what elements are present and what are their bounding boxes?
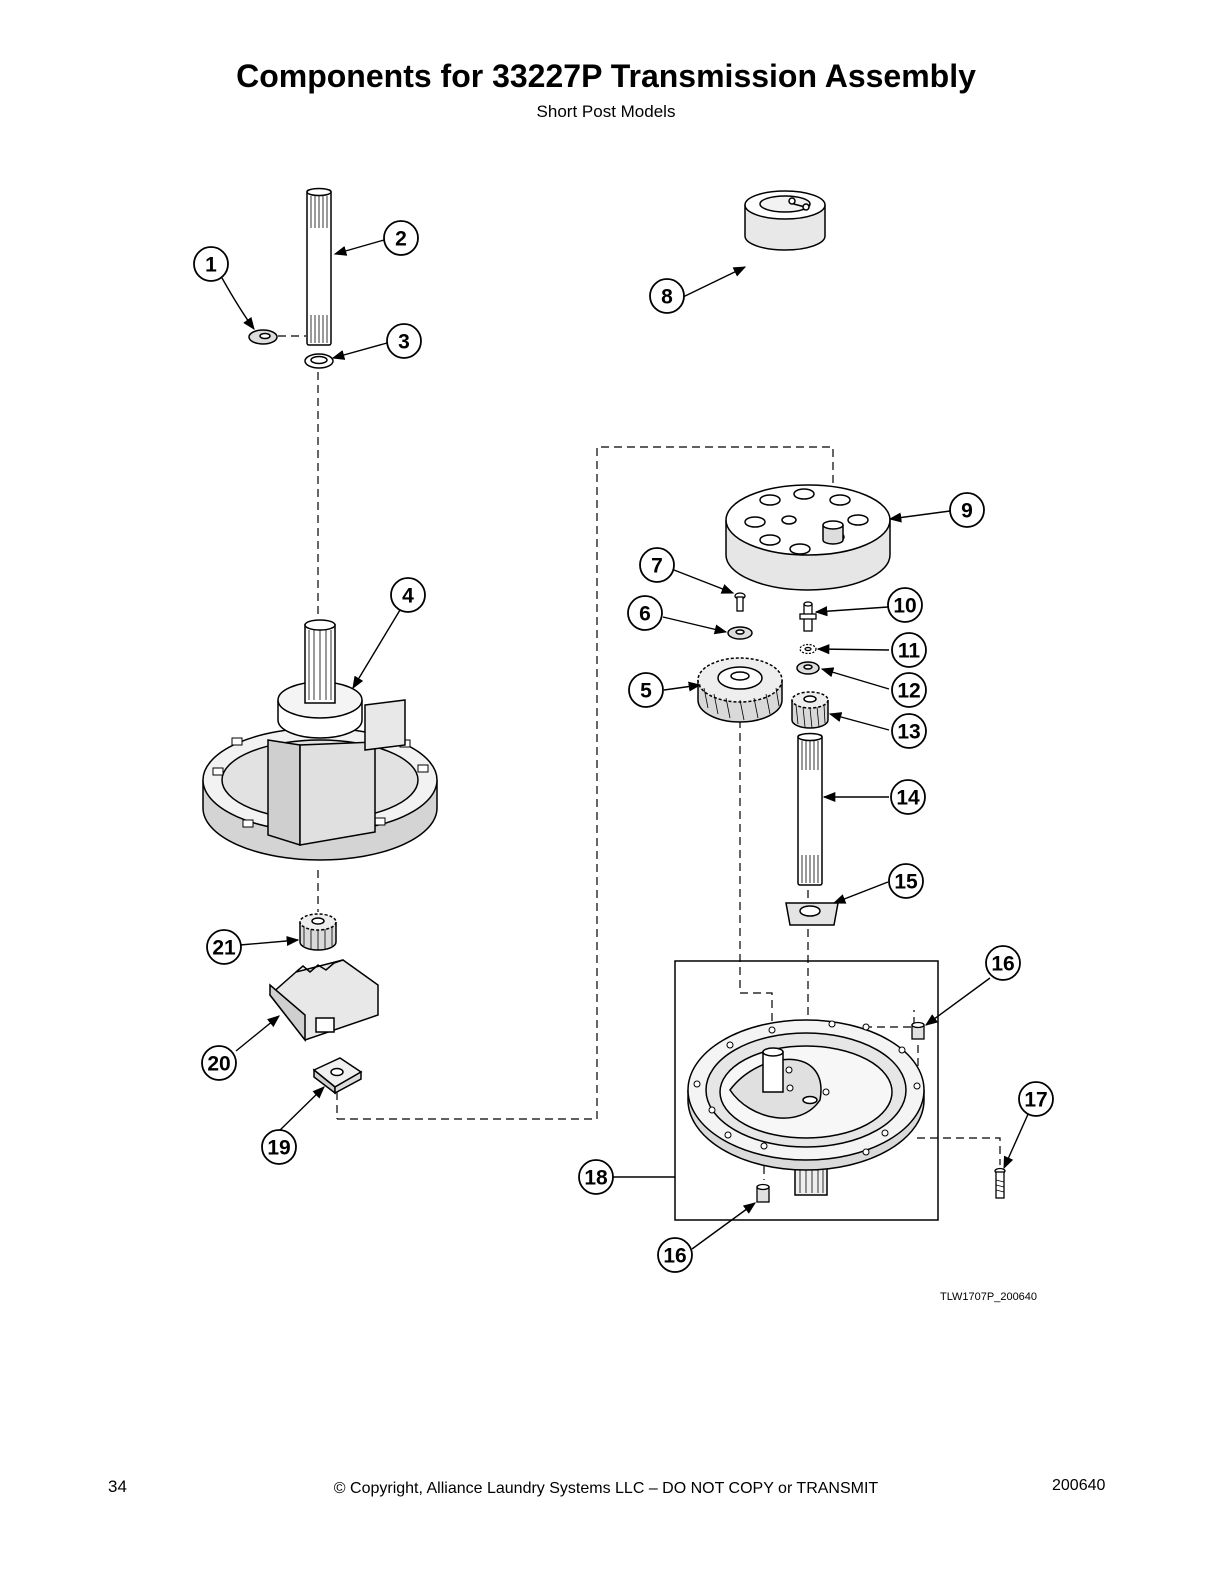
document-code: 200640: [1052, 1477, 1106, 1494]
part-2-shaft: [306, 187, 332, 346]
callout-circle: [657, 1237, 693, 1273]
callout-16: 16: [985, 945, 1021, 981]
callout-label: 18: [584, 1167, 608, 1190]
callout-circle: [261, 1129, 297, 1165]
part-10-stud: [799, 601, 817, 632]
callout-label: 16: [991, 953, 1014, 976]
callout-1: 1: [193, 246, 229, 282]
callout-14: 14: [890, 779, 926, 815]
callout-circle: [891, 672, 927, 708]
callout-label: 10: [893, 595, 916, 618]
callout-label: 5: [640, 680, 652, 703]
part-7-screw: [734, 592, 746, 612]
part-1-key-washer: [248, 329, 278, 345]
callout-6: 6: [627, 595, 663, 631]
callout-circle: [386, 323, 422, 359]
callout-label: 2: [395, 228, 407, 251]
part-4-transmission-housing: [202, 619, 438, 861]
part-17-bolt: [994, 1167, 1006, 1199]
callout-circle: [201, 1045, 237, 1081]
callout-circle: [891, 713, 927, 749]
callout-18: 18: [578, 1159, 614, 1195]
part-16-pin-lower: [756, 1183, 770, 1203]
part-16-pin-upper: [911, 1021, 925, 1040]
callout-circle: [949, 492, 985, 528]
callout-5: 5: [628, 672, 664, 708]
callout-label: 16: [663, 1245, 686, 1268]
callout-circle: [1018, 1081, 1054, 1117]
part-14-shaft: [797, 732, 823, 886]
callout-circle: [985, 945, 1021, 981]
callout-circle: [383, 220, 419, 256]
callout-17: 17: [1018, 1081, 1054, 1117]
callout-circle: [627, 595, 663, 631]
callout-circle: [890, 779, 926, 815]
callout-label: 20: [207, 1053, 230, 1076]
callout-label: 8: [661, 286, 673, 309]
part-21-pinion: [299, 913, 337, 951]
callout-label: 11: [898, 640, 921, 663]
callout-circle: [887, 587, 923, 623]
callout-circle: [891, 632, 927, 668]
callout-8: 8: [649, 278, 685, 314]
part-5-gear: [697, 657, 783, 723]
callout-19: 19: [261, 1129, 297, 1165]
copyright-notice: © Copyright, Alliance Laundry Systems LL…: [333, 1480, 879, 1497]
callout-circle: [888, 863, 924, 899]
part-18-base-plate: [674, 960, 939, 1221]
callout-13: 13: [891, 713, 927, 749]
callout-label: 14: [896, 787, 920, 810]
callout-label: 19: [267, 1137, 290, 1160]
part-3-ring: [304, 353, 334, 369]
callout-label: 7: [651, 555, 663, 578]
part-6-washer: [727, 626, 753, 640]
callout-circle: [578, 1159, 614, 1195]
callout-label: 13: [897, 721, 920, 744]
callout-15: 15: [888, 863, 924, 899]
page-title: Components for 33227P Transmission Assem…: [236, 58, 976, 94]
callout-label: 21: [212, 937, 236, 960]
part-9-pulley: [725, 484, 891, 591]
callout-circle: [628, 672, 664, 708]
drawing-code: TLW1707P_200640: [940, 1291, 1038, 1303]
callout-20: 20: [201, 1045, 237, 1081]
callout-label: 12: [897, 680, 920, 703]
callout-circle: [649, 278, 685, 314]
page-number: 34: [108, 1477, 127, 1496]
callout-10: 10: [887, 587, 923, 623]
part-11-star-washer: [799, 643, 817, 655]
callout-circle: [639, 547, 675, 583]
callout-circle: [206, 929, 242, 965]
callout-3: 3: [386, 323, 422, 359]
callout-label: 3: [398, 331, 410, 354]
callout-16: 16: [657, 1237, 693, 1273]
part-13-pinion: [791, 691, 829, 729]
callout-label: 9: [961, 500, 973, 523]
callout-2: 2: [383, 220, 419, 256]
leader-arrows: [221, 239, 1030, 1250]
callout-label: 6: [639, 603, 651, 626]
part-12-washer: [796, 661, 820, 675]
callout-label: 4: [402, 585, 414, 608]
callout-7: 7: [639, 547, 675, 583]
callout-4: 4: [390, 577, 426, 613]
part-20-rack: [268, 959, 379, 1043]
page-subtitle: Short Post Models: [536, 102, 676, 121]
callout-9: 9: [949, 492, 985, 528]
callout-circle: [193, 246, 229, 282]
callout-21: 21: [206, 929, 242, 965]
callout-label: 15: [894, 871, 918, 894]
part-15-plate: [785, 902, 839, 926]
part-8-cylinder: [744, 190, 826, 251]
callout-11: 11: [891, 632, 927, 668]
callout-circle: [390, 577, 426, 613]
callout-label: 1: [205, 254, 217, 277]
part-19-block: [312, 1057, 363, 1095]
callout-12: 12: [891, 672, 927, 708]
callout-label: 17: [1024, 1089, 1047, 1112]
